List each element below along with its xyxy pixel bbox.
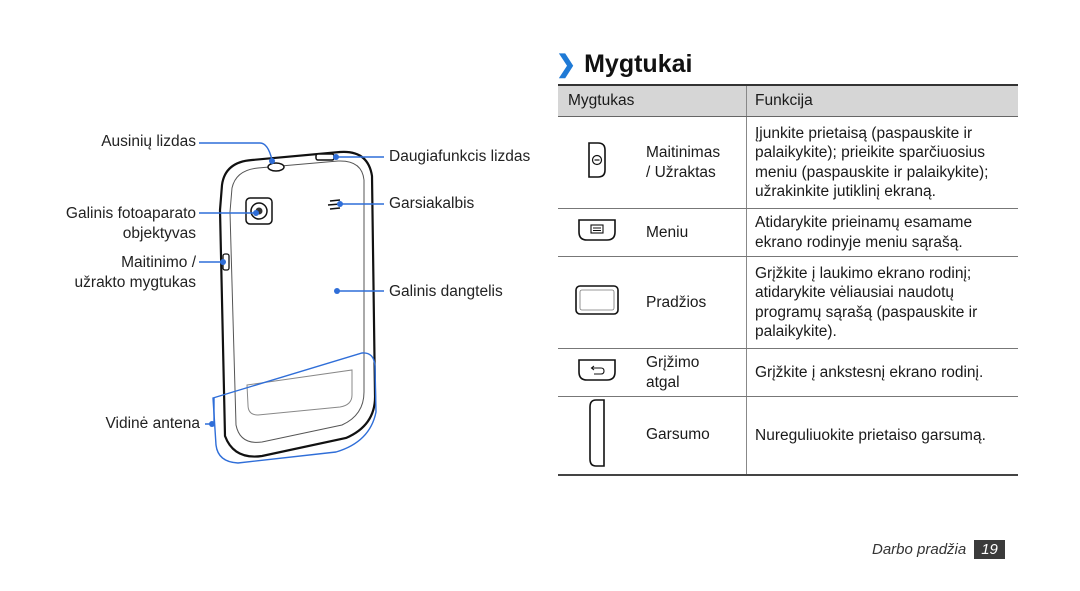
key-function-line: atidarykite vėliausiai naudotų <box>755 284 955 301</box>
header-key: Mygtukas <box>558 86 747 117</box>
title-divider <box>558 84 1018 86</box>
key-name-line: / Užraktas <box>646 163 716 181</box>
label-antenna: Vidinė antena <box>105 415 200 432</box>
icon-cell <box>558 256 636 349</box>
key-function-line: palaikykite); prieikite sparčiuosius <box>755 144 986 161</box>
table-row: Maitinimas / Užraktas Įjunkite prietaisą… <box>558 116 1018 209</box>
key-function-line: užrakinkite jutiklinį ekraną. <box>755 183 936 200</box>
back-key-icon <box>578 359 616 381</box>
key-function: Atidarykite prieinamų esamame ekrano rod… <box>746 208 1018 257</box>
callout-lines <box>199 142 384 425</box>
page-number: 19 <box>974 540 1005 559</box>
table-row: Meniu Atidarykite prieinamų esamame ekra… <box>558 208 1018 257</box>
key-function-line: ekrano rodinyje meniu sąrašą. <box>755 233 963 251</box>
key-function-line: Įjunkite prietaisą (paspauskite ir <box>755 124 973 142</box>
icon-cell <box>558 348 636 397</box>
key-function-line: programų sąrašą (paspauskite ir <box>755 303 978 321</box>
key-name: Grįžimo atgal <box>636 348 747 397</box>
key-function-line: meniu (paspauskite ir palaikykite); <box>755 163 989 181</box>
section-title: Mygtukai <box>584 50 693 78</box>
label-power-line1: Maitinimo / <box>121 254 196 271</box>
key-name: Maitinimas / Užraktas <box>636 116 747 209</box>
label-power-button: Maitinimo / užrakto mygtukas <box>20 253 196 293</box>
key-name-line: Meniu <box>646 223 689 241</box>
usb-port-shape <box>315 153 335 161</box>
key-function: Grįžkite į laukimo ekrano rodinį; atidar… <box>746 256 1018 349</box>
section-heading: ❯ Mygtukai <box>556 50 692 79</box>
key-name-line: Garsumo <box>646 426 710 444</box>
key-name: Pradžios <box>636 256 747 349</box>
antenna-highlight <box>212 352 377 464</box>
keys-table: Mygtukas Funkcija Maitinimas / Užraktas … <box>558 86 1018 476</box>
header-function: Funkcija <box>746 86 1018 117</box>
key-function-line: palaikykite). <box>755 323 837 340</box>
label-speaker: Garsiakalbis <box>389 195 475 212</box>
key-function-line: Grįžkite į laukimo ekrano rodinį; <box>755 264 972 282</box>
phone-back-illustration <box>199 142 384 464</box>
key-function-line: Nureguliuokite prietaiso garsumą. <box>755 426 986 444</box>
table-row: Grįžimo atgal Grįžkite į ankstesnį ekran… <box>558 348 1018 397</box>
menu-key-icon <box>578 219 616 241</box>
icon-cell <box>558 116 636 209</box>
page-footer: Darbo pradžia 19 <box>872 540 1005 559</box>
volume-key-icon <box>589 398 605 467</box>
key-name: Garsumo <box>636 396 747 476</box>
label-rear-camera-line1: Galinis fotoaparato <box>65 205 196 222</box>
label-multifunction-jack: Daugiafunkcis lizdas <box>389 148 531 165</box>
key-name: Meniu <box>636 208 747 257</box>
key-function: Grįžkite į ankstesnį ekrano rodinį. <box>746 348 1018 397</box>
headset-jack-shape <box>267 162 285 172</box>
key-name-line: Grįžimo <box>646 353 700 371</box>
label-headset-jack: Ausinių lizdas <box>101 133 196 150</box>
power-key-icon <box>588 142 606 178</box>
phone-diagram: Ausinių lizdas Daugiafunkcis lizdas Gali… <box>20 133 531 464</box>
phone-inner-edge <box>229 160 365 443</box>
table-row: Garsumo Nureguliuokite prietaiso garsumą… <box>558 396 1018 476</box>
chevron-right-icon: ❯ <box>556 51 577 78</box>
key-function-line: Atidarykite prieinamų esamame <box>755 214 973 231</box>
label-power-line2: užrakto mygtukas <box>74 274 196 291</box>
icon-cell <box>558 396 636 476</box>
table-header-row: Mygtukas Funkcija <box>558 86 1018 117</box>
icon-cell <box>558 208 636 257</box>
footer-section: Darbo pradžia <box>872 541 967 558</box>
label-rear-camera: Galinis fotoaparato objektyvas <box>20 204 196 244</box>
key-function-line: Grįžkite į ankstesnį ekrano rodinį. <box>755 363 984 381</box>
bottom-panel <box>246 369 353 416</box>
key-name-line: Pradžios <box>646 293 707 311</box>
label-rear-camera-line2: objektyvas <box>122 225 196 242</box>
key-function: Nureguliuokite prietaiso garsumą. <box>746 396 1018 476</box>
key-function: Įjunkite prietaisą (paspauskite ir palai… <box>746 116 1018 209</box>
home-key-icon <box>575 285 619 315</box>
callout-dots <box>209 154 343 427</box>
label-back-cover: Galinis dangtelis <box>389 283 503 300</box>
table-row: Pradžios Grįžkite į laukimo ekrano rodin… <box>558 256 1018 349</box>
key-name-line: atgal <box>646 373 680 391</box>
key-name-line: Maitinimas <box>646 143 721 161</box>
